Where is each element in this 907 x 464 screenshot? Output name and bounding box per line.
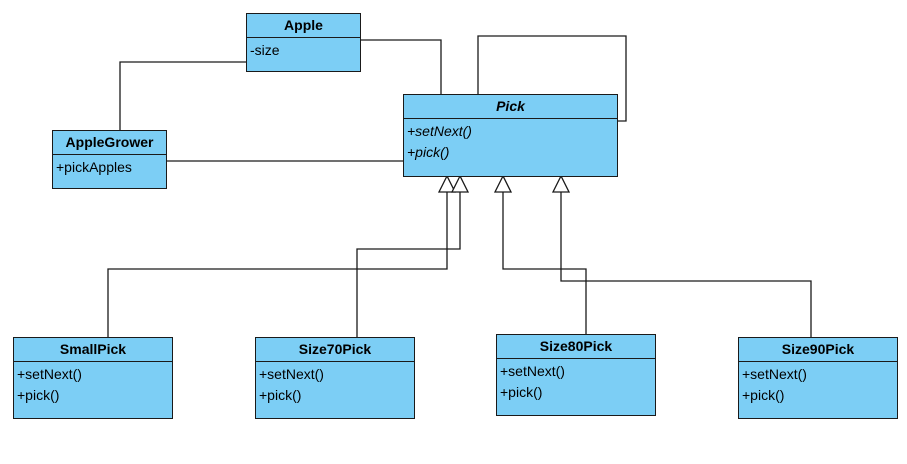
class-apple-attribute-size: -size — [250, 42, 280, 58]
generalization-size90pick-pick — [560, 192, 812, 338]
class-size90pick-operation-setnext: +setNext() — [742, 366, 807, 382]
class-pick-name: Pick — [404, 95, 617, 119]
class-applegrower-operation-pickapples: +pickApples — [56, 159, 132, 175]
class-smallpick[interactable]: SmallPick +setNext() +pick() — [13, 337, 173, 419]
class-size90pick-name: Size90Pick — [739, 338, 897, 362]
class-size80pick[interactable]: Size80Pick +setNext() +pick() — [496, 334, 656, 416]
class-size70pick[interactable]: Size70Pick +setNext() +pick() — [255, 337, 415, 419]
class-size90pick-operation-pick: +pick() — [742, 387, 785, 403]
association-apple-pick — [360, 39, 442, 95]
generalization-size80pick-pick — [502, 192, 587, 335]
class-applegrower-name: AppleGrower — [53, 131, 166, 155]
generalization-arrowhead-size70pick — [450, 174, 470, 193]
class-apple[interactable]: Apple -size — [246, 13, 361, 72]
class-size80pick-operation-setnext: +setNext() — [500, 363, 565, 379]
class-pick[interactable]: Pick +setNext() +pick() — [403, 94, 618, 177]
generalization-size70pick-pick — [356, 192, 461, 338]
association-pick-self — [477, 35, 627, 122]
class-smallpick-name: SmallPick — [14, 338, 172, 362]
class-smallpick-operation-pick: +pick() — [17, 387, 60, 403]
generalization-arrowhead-smallpick — [437, 174, 457, 193]
class-applegrower[interactable]: AppleGrower +pickApples — [52, 130, 167, 189]
class-pick-operation-pick: +pick() — [407, 144, 450, 160]
class-size70pick-operation-setnext: +setNext() — [259, 366, 324, 382]
class-apple-name: Apple — [247, 14, 360, 38]
generalization-smallpick-pick — [107, 192, 448, 338]
class-size80pick-name: Size80Pick — [497, 335, 655, 359]
association-apple-applegrower — [119, 61, 247, 131]
class-pick-operation-setnext: +setNext() — [407, 123, 472, 139]
generalization-arrowhead-size90pick — [551, 174, 571, 193]
class-size90pick[interactable]: Size90Pick +setNext() +pick() — [738, 337, 898, 419]
class-size70pick-operation-pick: +pick() — [259, 387, 302, 403]
generalization-arrowhead-size80pick — [493, 174, 513, 193]
class-size80pick-operation-pick: +pick() — [500, 384, 543, 400]
class-size70pick-name: Size70Pick — [256, 338, 414, 362]
class-smallpick-operation-setnext: +setNext() — [17, 366, 82, 382]
